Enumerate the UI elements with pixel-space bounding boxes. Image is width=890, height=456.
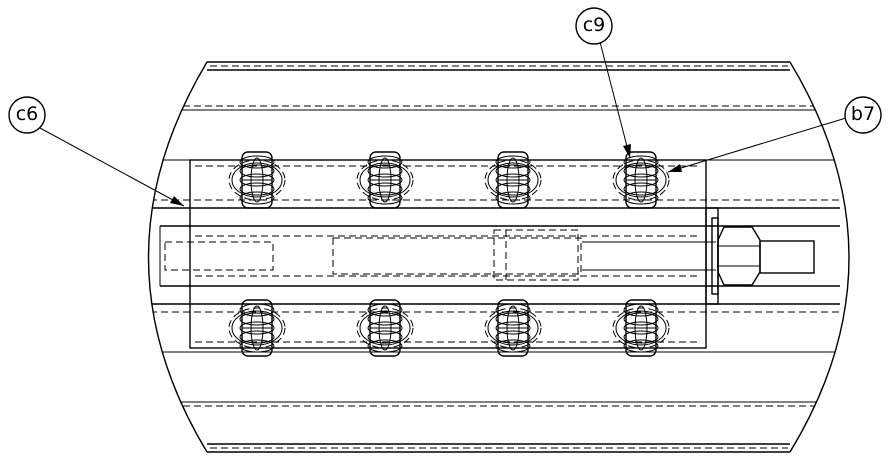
bolt-head bbox=[228, 299, 286, 357]
bolt-head bbox=[356, 151, 414, 209]
callout-c6-label: c6 bbox=[16, 103, 39, 125]
callout-c9-label: c9 bbox=[583, 14, 606, 36]
callout-b7: b7 bbox=[844, 96, 882, 134]
bolt-head bbox=[484, 151, 542, 209]
bolt-head bbox=[484, 299, 542, 357]
clamp-plates bbox=[189, 159, 707, 349]
bolt-head bbox=[612, 299, 670, 357]
callout-c9: c9 bbox=[575, 7, 613, 45]
bolt-head bbox=[612, 151, 670, 209]
central-rod bbox=[159, 225, 840, 287]
bolt-head bbox=[356, 299, 414, 357]
callout-b7-label: b7 bbox=[851, 103, 875, 125]
end-bolt-assembly bbox=[705, 207, 815, 305]
bolt-head bbox=[228, 151, 286, 209]
leader-lines bbox=[39, 41, 847, 207]
pipe-body bbox=[147, 61, 850, 453]
bolt-group bbox=[228, 151, 670, 357]
callout-c6: c6 bbox=[8, 96, 46, 134]
